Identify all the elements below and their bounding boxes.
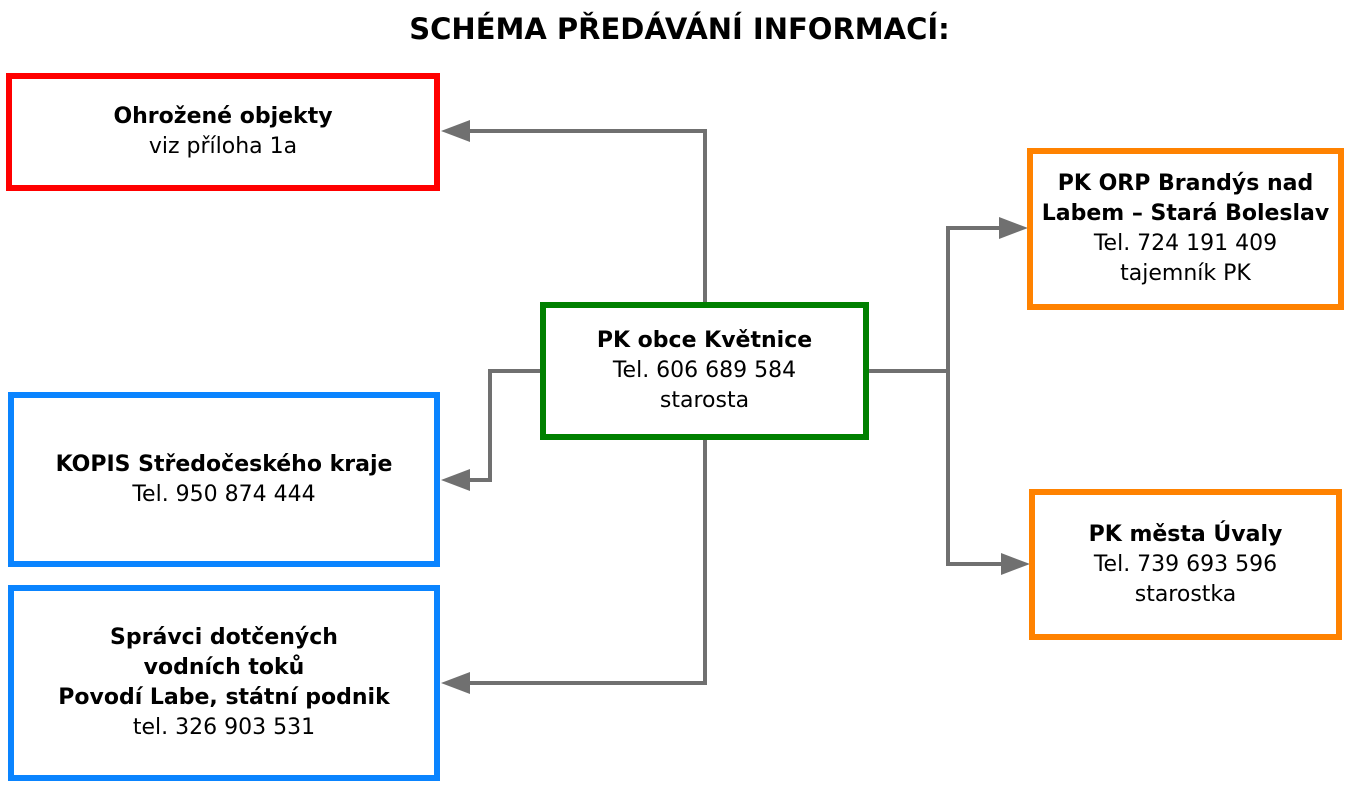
node-ohrozene-objekty: Ohrožené objekty viz příloha 1a [6, 73, 440, 191]
arrowhead-spravci [441, 672, 470, 694]
arrowhead-ohrozene [441, 120, 470, 142]
node-uvaly-role: starostka [1134, 581, 1237, 607]
arrowhead-kopis [441, 469, 470, 491]
node-pk-orp: PK ORP Brandýs nad Labem – Stará Bolesla… [1027, 148, 1344, 310]
node-orp-title-1: PK ORP Brandýs nad [1057, 171, 1314, 196]
node-ohrozene-title: Ohrožené objekty [113, 104, 333, 129]
arrow-to-kopis-line [468, 369, 541, 482]
arrow-to-uvaly-line [946, 371, 1002, 566]
node-orp-phone: Tel. 724 191 409 [1093, 231, 1278, 256]
arrow-to-spravci-line [468, 439, 707, 685]
node-ohrozene-ref: viz příloha 1a [148, 134, 298, 159]
node-orp-title-2: Labem – Stará Boleslav [1041, 201, 1330, 226]
node-kopis: KOPIS Středočeského kraje Tel. 950 874 4… [8, 392, 440, 567]
node-kopis-phone: Tel. 950 874 444 [132, 481, 316, 507]
node-center-title: PK obce Květnice [596, 328, 813, 353]
arrow-to-ohrozene-line [468, 129, 707, 303]
node-spravci-title-2: vodních toků [143, 655, 305, 680]
arrow-to-orp-line [868, 226, 1000, 373]
node-spravci-phone: tel. 326 903 531 [132, 715, 316, 740]
node-uvaly-title: PK města Úvaly [1088, 521, 1283, 547]
arrowhead-uvaly [1001, 553, 1030, 575]
node-pk-uvaly: PK města Úvaly Tel. 739 693 596 starostk… [1029, 489, 1342, 640]
node-center-phone: Tel. 606 689 584 [612, 358, 797, 383]
arrowhead-orp [999, 217, 1028, 239]
node-kopis-title: KOPIS Středočeského kraje [55, 451, 393, 477]
node-spravci-toku: Správci dotčených vodních toků Povodí La… [8, 585, 440, 781]
node-spravci-org: Povodí Labe, státní podnik [58, 685, 390, 710]
diagram-title: SCHÉMA PŘEDÁVÁNÍ INFORMACÍ: [409, 12, 950, 46]
node-spravci-title-1: Správci dotčených [110, 625, 338, 650]
node-uvaly-phone: Tel. 739 693 596 [1093, 551, 1278, 577]
node-center-role: starosta [659, 388, 750, 413]
node-pk-kvetnice: PK obce Květnice Tel. 606 689 584 staros… [540, 302, 869, 440]
node-orp-role: tajemník PK [1120, 261, 1251, 286]
